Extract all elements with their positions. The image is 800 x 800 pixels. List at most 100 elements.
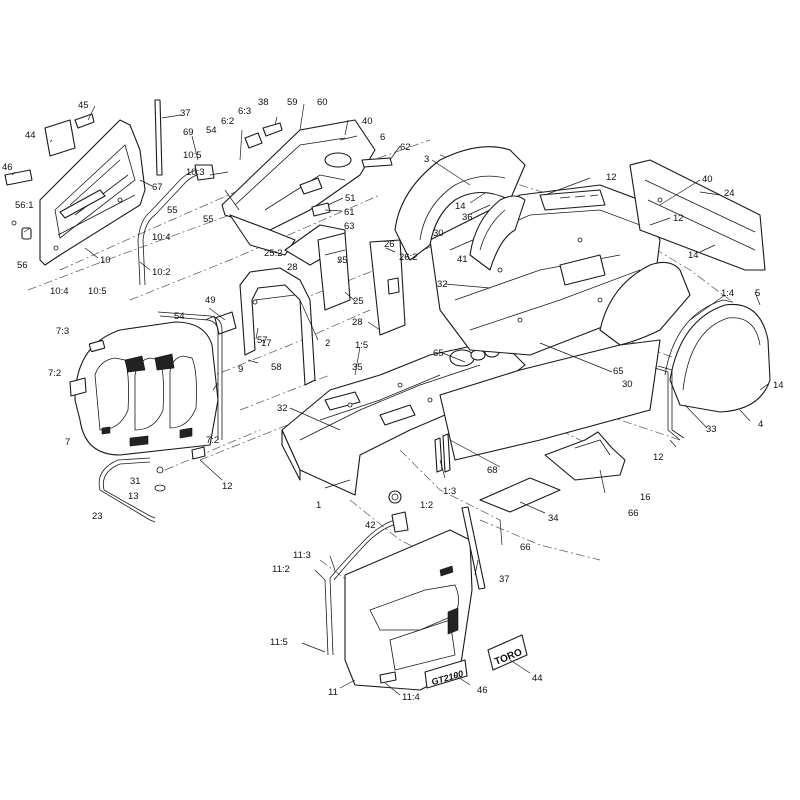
callout-11-3: 11:3 [293, 550, 311, 561]
strip-62 [361, 157, 393, 168]
callout-55-a: 55 [167, 205, 178, 216]
brand-badge-44: TORO [487, 634, 528, 671]
callout-1-3: 1:3 [443, 486, 456, 497]
callout-11: 11 [328, 687, 338, 698]
right-fender-inner [599, 261, 691, 346]
skid-plate-16 [544, 431, 626, 481]
callout-17: 17 [261, 338, 272, 349]
callout-10: 10 [100, 255, 111, 266]
callout-24: 24 [724, 188, 735, 199]
callout-66-mid: 66 [520, 542, 531, 553]
callout-42: 42 [365, 520, 376, 531]
callout-1-4: 1:4 [721, 288, 734, 299]
callout-12-right: 12 [673, 213, 684, 224]
rear-panel-24 [629, 159, 766, 271]
hood-7 [74, 321, 219, 456]
left-side-panel-10 [39, 119, 146, 266]
decal-7-3 [88, 339, 106, 353]
callout-14-left: 14 [455, 201, 466, 212]
callout-28-a: 28 [287, 262, 298, 273]
decal-45 [74, 113, 95, 129]
callout-40-top: 40 [362, 116, 373, 127]
callout-55-b: 55 [203, 214, 214, 225]
callout-46-bottom: 46 [477, 685, 488, 696]
callout-35-a: 35 [337, 255, 348, 266]
callout-14-right: 14 [688, 250, 699, 261]
callout-32-left: 32 [277, 403, 288, 414]
callout-49: 49 [205, 295, 216, 306]
callout-30-top: 30 [433, 228, 444, 239]
callout-5: 5 [755, 288, 760, 299]
callout-66-right: 66 [628, 508, 639, 519]
callout-14-far-right: 14 [773, 380, 784, 391]
callout-28-b: 28 [352, 317, 363, 328]
callout-67: 67 [152, 182, 163, 193]
callout-6-3: 6:3 [238, 106, 251, 117]
callout-58: 58 [271, 362, 282, 373]
seal-strip-9 [157, 311, 223, 440]
callout-10-4-left: 10:4 [50, 286, 69, 297]
pins-1-2-1-3 [434, 433, 451, 473]
rod-37-top [154, 99, 163, 176]
callout-32-right: 32 [437, 279, 448, 290]
callout-23: 23 [92, 511, 103, 522]
callout-54-top: 54 [206, 125, 217, 136]
callout-4: 4 [758, 419, 763, 430]
callout-60: 60 [317, 97, 328, 108]
latch-51-61 [311, 202, 331, 217]
rod-37-bottom [461, 506, 486, 590]
seat-support-25 [317, 232, 351, 311]
callout-37: 37 [180, 108, 191, 119]
callout-11-5: 11:5 [270, 637, 288, 648]
leader-lines [11, 103, 769, 696]
callout-10-4-right: 10:4 [152, 232, 171, 243]
callout-59: 59 [287, 97, 298, 108]
callout-10-5-left: 10:5 [88, 286, 107, 297]
callout-35-b: 35 [352, 362, 363, 373]
callout-51: 51 [345, 193, 356, 204]
decal-7-2 [69, 377, 206, 460]
callout-7-2-left: 7:2 [48, 368, 61, 379]
callout-11-2: 11:2 [272, 564, 290, 575]
fender-inner-36 [469, 195, 526, 271]
callout-labels: 45 37 44 46 67 56:1 56 10 10:4 10:5 10:2… [2, 97, 784, 703]
callout-69: 69 [183, 127, 194, 138]
callout-26: 26 [384, 239, 395, 250]
callout-63: 63 [344, 221, 355, 232]
callout-44-bottom: 44 [532, 673, 543, 684]
callout-25-2: 25:2 [264, 248, 283, 259]
callout-1: 1 [316, 500, 321, 511]
callout-12-hood: 12 [222, 481, 233, 492]
callout-16: 16 [640, 492, 651, 503]
callout-68: 68 [487, 465, 498, 476]
callout-62: 62 [400, 142, 411, 153]
callout-7-2-right: 7:2 [206, 435, 219, 446]
callout-10-3: 10:3 [186, 167, 205, 178]
frame-bracket-2 [239, 267, 316, 386]
side-rod-11-2 [324, 511, 409, 656]
callout-1-5: 1:5 [355, 340, 368, 351]
callout-9: 9 [238, 364, 243, 375]
fender-edge-4 [664, 299, 734, 376]
callout-11-4: 11:4 [402, 692, 420, 703]
callout-1-2: 1:2 [420, 500, 433, 511]
rear-fender-3 [394, 146, 526, 261]
callout-25: 25 [353, 296, 364, 307]
callout-46: 46 [2, 162, 13, 173]
callout-12-bottom: 12 [653, 452, 664, 463]
callout-26-2: 26:2 [399, 252, 418, 263]
decal-46-small [4, 169, 33, 186]
callout-10-5-right: 10:5 [183, 150, 202, 161]
callout-31: 31 [130, 476, 141, 487]
main-frame-1 [281, 339, 526, 496]
callout-57: 57 [257, 335, 268, 346]
rod-33 [654, 365, 685, 441]
hardware-31-13 [154, 466, 166, 492]
hood-prop-rod-23 [98, 457, 156, 523]
callout-41: 41 [457, 254, 468, 265]
callout-65-right: 65 [613, 366, 624, 377]
fender-5 [669, 303, 771, 413]
callout-6: 6 [380, 132, 385, 143]
